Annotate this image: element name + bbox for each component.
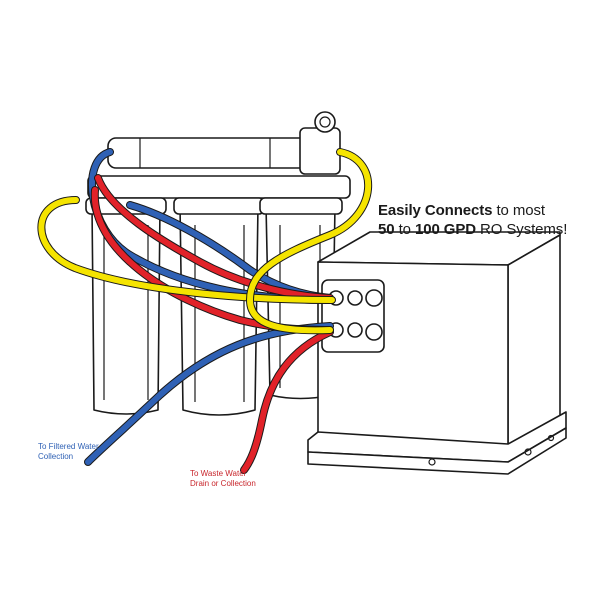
filtered-label-line-2: Collection — [38, 452, 74, 461]
headline-text-3: RO Systems! — [475, 221, 568, 238]
headline-text-1: to most — [492, 202, 545, 219]
red-tube — [90, 174, 334, 474]
headline-bold-3: 100 GPD — [414, 221, 476, 238]
ro-filter-housings-icon — [85, 111, 351, 416]
compatibility-headline: Easily Connects to most 50 to 100 GPD RO… — [378, 201, 590, 239]
booster-pump-box-icon — [307, 231, 567, 475]
waste-label-line-2: Drain or Collection — [190, 479, 256, 488]
yellow-tube — [37, 148, 373, 335]
headline-text-2: to — [394, 221, 415, 238]
headline-bold-1: Easily Connects — [378, 202, 493, 219]
waste-water-label: To Waste Water Drain or Collection — [190, 469, 280, 489]
filtered-label-line-1: To Filtered Water — [38, 442, 99, 451]
headline-bold-2: 50 — [378, 221, 395, 238]
filtered-water-label: To Filtered Water Collection — [38, 442, 118, 462]
waste-label-line-1: To Waste Water — [190, 469, 247, 478]
